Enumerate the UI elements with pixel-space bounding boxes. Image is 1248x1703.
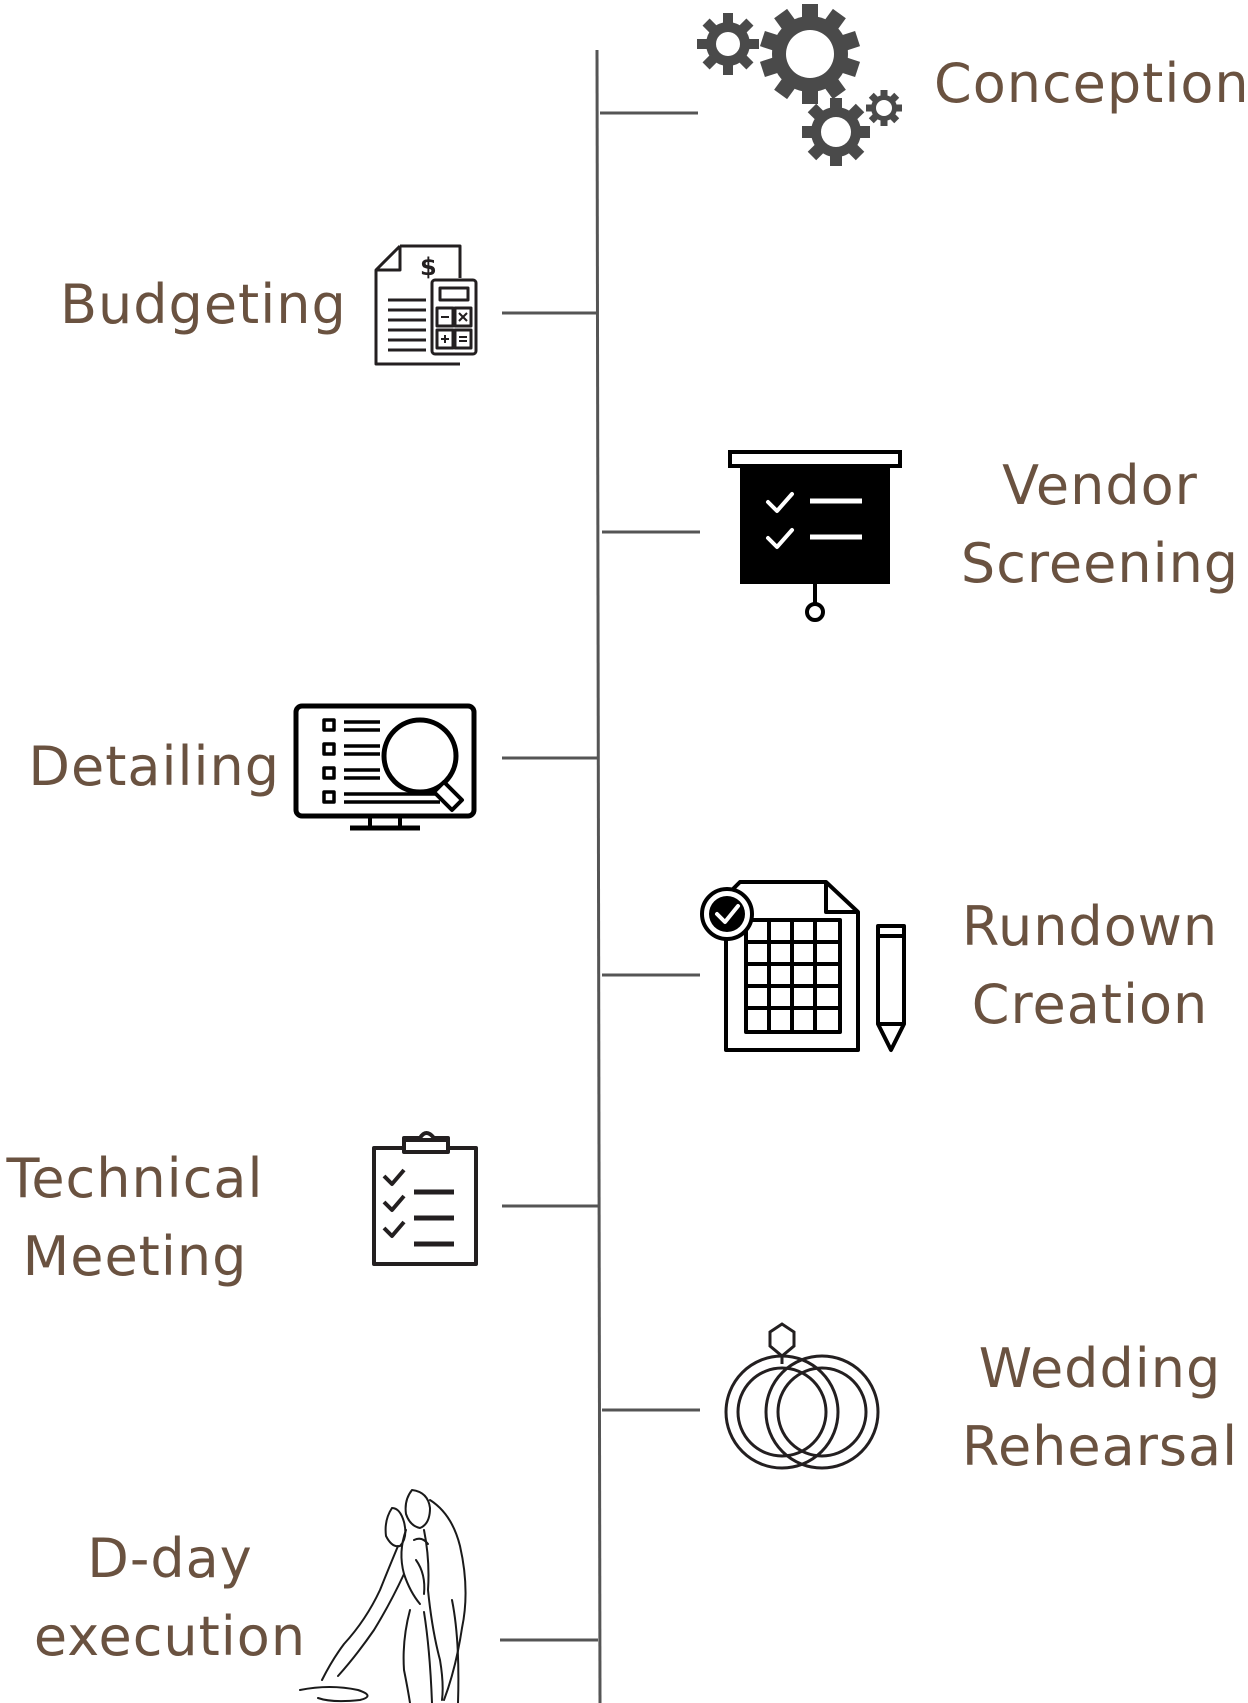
step-label-rundown-creation: Rundown Creation (950, 888, 1230, 1044)
timeline-axis (595, 49, 602, 1703)
step-label-line: execution (33, 1605, 307, 1668)
step-label-line: Rundown (961, 895, 1219, 958)
wedding-rings-icon (724, 1322, 880, 1470)
step-label-line: Meeting (22, 1225, 248, 1288)
presentation-board-checklist-icon (728, 450, 902, 622)
step-label-line: Wedding (978, 1337, 1222, 1400)
step-label-line: Technical (6, 1147, 264, 1210)
step-label-technical-meeting: Technical Meeting (0, 1140, 270, 1296)
budget-calculator-document-icon: $ (374, 244, 478, 366)
step-label-conception: Conception (934, 45, 1248, 123)
step-label-line: Vendor (1002, 454, 1198, 517)
step-label-line: Detailing (28, 735, 280, 798)
spreadsheet-pencil-icon (700, 880, 906, 1052)
step-label-line: Budgeting (60, 273, 347, 336)
step-label-budgeting: Budgeting (60, 266, 347, 344)
step-label-d-day-execution: D-day execution (30, 1520, 310, 1676)
step-label-wedding-rehearsal: Wedding Rehearsal (960, 1330, 1240, 1486)
bride-groom-sketch-icon (299, 1489, 467, 1703)
step-label-line: Screening (960, 532, 1240, 595)
step-label-line: Creation (971, 973, 1209, 1036)
svg-text:$: $ (420, 253, 437, 281)
gears-icon (697, 4, 902, 166)
step-label-vendor-screening: Vendor Screening (950, 447, 1248, 603)
step-label-line: Conception (934, 52, 1248, 115)
step-label-detailing: Detailing (20, 728, 280, 806)
clipboard-checklist-icon (372, 1131, 478, 1266)
step-label-line: D-day (87, 1527, 253, 1590)
monitor-magnifier-list-icon (293, 703, 477, 831)
step-label-line: Rehearsal (961, 1415, 1239, 1478)
